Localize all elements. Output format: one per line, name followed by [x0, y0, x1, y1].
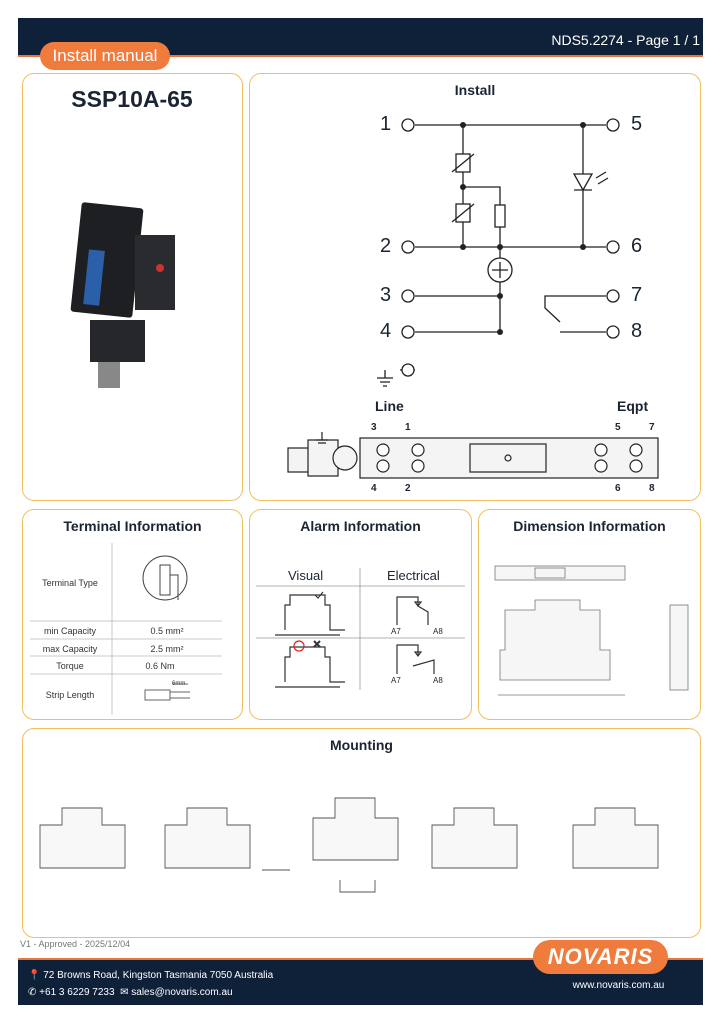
torque-value: 0.6 Nm	[145, 661, 175, 671]
location-icon: 📍	[28, 970, 41, 981]
strip-label-8: 8	[649, 483, 655, 494]
terminal-info-panel: Terminal Information	[22, 509, 243, 720]
terminal-6-label: 6	[631, 235, 643, 257]
min-capacity-value: 0.5 mm²	[150, 626, 184, 636]
visual-header: Visual	[288, 568, 324, 583]
torque-label: Torque	[56, 661, 84, 671]
mounting-title: Mounting	[330, 737, 393, 753]
terminal-2-label: 2	[380, 235, 392, 257]
terminal-5-label: 5	[631, 113, 643, 135]
max-capacity-value: 2.5 mm²	[150, 644, 184, 654]
strip-label-4: 4	[371, 483, 377, 494]
install-manual-tab: Install manual	[40, 42, 170, 70]
phone-icon: ✆	[28, 987, 37, 998]
address: 72 Browns Road, Kingston Tasmania 7050 A…	[43, 970, 274, 981]
terminal-8-label: 8	[631, 320, 643, 342]
product-panel	[22, 73, 243, 501]
product-model: SSP10A-65	[71, 86, 193, 112]
eqpt-label: Eqpt	[617, 398, 649, 414]
terminal-4-label: 4	[380, 320, 392, 342]
max-capacity-label: max Capacity	[42, 644, 98, 654]
terminal-type-label: Terminal Type	[42, 578, 98, 588]
website[interactable]: www.novaris.com.au	[572, 980, 665, 991]
strip-label-6: 6	[615, 483, 621, 494]
terminal-3-label: 3	[380, 284, 392, 306]
email[interactable]: sales@novaris.com.au	[131, 987, 233, 998]
install-title: Install	[454, 82, 496, 98]
email-icon: ✉	[120, 987, 129, 998]
a8-label-ok: A8	[433, 627, 443, 636]
mounting-panel: Mounting	[22, 728, 701, 938]
strip-length-label: Strip Length	[45, 690, 95, 700]
strip-length-value: 6mm	[172, 681, 186, 687]
doc-reference: NDS5.2274 - Page 1 / 1	[551, 32, 700, 48]
strip-label-7: 7	[649, 422, 655, 433]
strip-label-5: 5	[615, 422, 621, 433]
strip-label-2: 2	[405, 483, 411, 494]
strip-label-1: 1	[405, 422, 411, 433]
terminal-info-title: Terminal Information	[63, 518, 202, 534]
min-capacity-label: min Capacity	[43, 626, 97, 636]
line-label: Line	[375, 398, 404, 414]
terminal-1-label: 1	[380, 113, 392, 135]
alarm-info-title: Alarm Information	[300, 518, 421, 534]
a7-label-ok: A7	[391, 627, 401, 636]
alarm-info-panel: Alarm Information	[249, 509, 472, 720]
dimension-info-title: Dimension Information	[513, 518, 666, 534]
novaris-logo: NOVARIS	[533, 940, 668, 974]
terminal-7-label: 7	[631, 284, 643, 306]
strip-label-3: 3	[371, 422, 377, 433]
a7-label-fault: A7	[391, 676, 401, 685]
version-status: V1 - Approved - 2025/12/04	[20, 939, 131, 949]
dimension-info-panel: Dimension Information	[478, 509, 701, 720]
phone[interactable]: +61 3 6229 7233	[39, 987, 115, 998]
electrical-header: Electrical	[387, 568, 440, 583]
a8-label-fault: A8	[433, 676, 443, 685]
